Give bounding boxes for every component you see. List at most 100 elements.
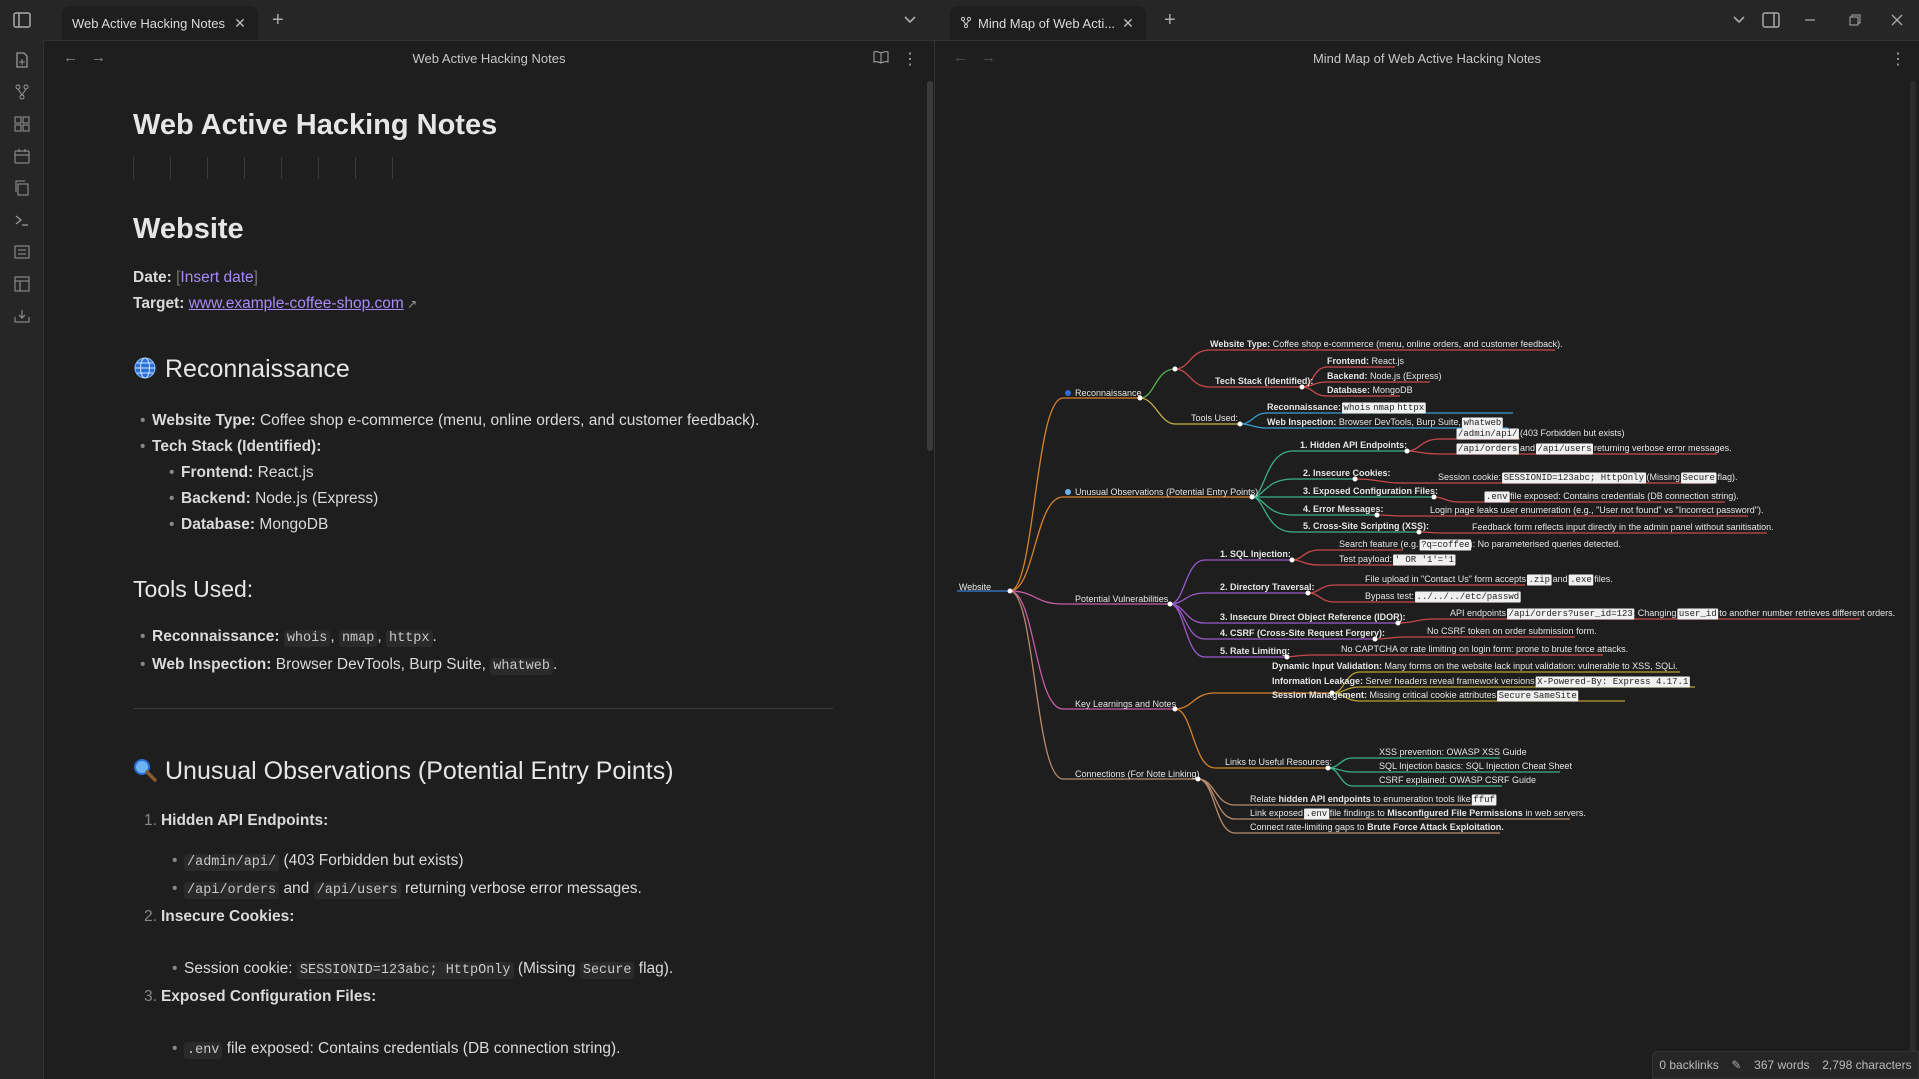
chevron-down-icon[interactable] bbox=[1728, 9, 1750, 31]
mm-leaf: Session Management: Missing critical coo… bbox=[1272, 690, 1577, 701]
mm-leaf: No CSRF token on order submission form. bbox=[1427, 626, 1597, 636]
target-link[interactable]: www.example-coffee-shop.com bbox=[188, 295, 404, 312]
magnifier-icon bbox=[133, 756, 157, 792]
target-line: Target: www.example-coffee-shop.com ↗ bbox=[133, 295, 418, 312]
mindmap-pane: Mind Map of Web Active Hacking Notes ← →… bbox=[935, 41, 1919, 1079]
template-icon[interactable] bbox=[11, 273, 33, 295]
list-item: Tech Stack (Identified): bbox=[140, 434, 833, 460]
mindmap-icon bbox=[960, 16, 972, 31]
title-bar: Web Active Hacking Notes ✕ + Mind Map of… bbox=[0, 0, 1919, 41]
list-item: 2.Insecure Cookies: bbox=[144, 908, 295, 925]
sidebar-toggle-icon[interactable] bbox=[11, 9, 33, 31]
mm-leaf: 3. Exposed Configuration Files: bbox=[1303, 486, 1438, 496]
forward-arrow-icon[interactable]: → bbox=[981, 49, 996, 66]
empty-table bbox=[133, 157, 833, 179]
view-title[interactable]: Mind Map of Web Active Hacking Notes bbox=[1312, 50, 1542, 66]
mm-leaf: Backend: Node.js (Express) bbox=[1327, 371, 1442, 381]
mm-node-reconnaissance: Reconnaissance bbox=[1075, 388, 1142, 398]
mm-node-vulnerabilities: Potential Vulnerabilities bbox=[1075, 594, 1169, 604]
mm-leaf: Links to Useful Resources: bbox=[1225, 757, 1332, 767]
chevron-down-icon[interactable] bbox=[899, 9, 921, 31]
list-item: 3.Exposed Configuration Files: bbox=[144, 988, 377, 1005]
list-item: /api/orders and /api/users returning ver… bbox=[172, 876, 833, 904]
heading-tools-used: Tools Used: bbox=[133, 576, 254, 602]
ordered-list: 1.Hidden API Endpoints: /admin/api/ (403… bbox=[144, 808, 833, 1064]
note-pane: Web Active Hacking Notes ← → ⋮ Web Activ… bbox=[44, 41, 935, 1079]
back-arrow-icon[interactable]: ← bbox=[63, 49, 78, 66]
scrollbar[interactable] bbox=[1910, 81, 1916, 1071]
list-icon[interactable] bbox=[11, 241, 33, 263]
magnifier-icon bbox=[1065, 489, 1071, 495]
mm-leaf: Web Inspection: Browser DevTools, Burp S… bbox=[1267, 417, 1501, 428]
mm-leaf: 1. Hidden API Endpoints: bbox=[1300, 440, 1407, 450]
mm-leaf: Connect rate-limiting gaps to Brute Forc… bbox=[1250, 822, 1504, 832]
tab-label: Web Active Hacking Notes bbox=[72, 15, 225, 31]
close-window-icon[interactable] bbox=[1886, 9, 1908, 31]
note-content: Web Active Hacking Notes Website Date: [… bbox=[133, 105, 833, 1064]
globe-icon bbox=[1065, 390, 1071, 396]
list-item: 1.Hidden API Endpoints: bbox=[144, 812, 329, 829]
terminal-icon[interactable] bbox=[11, 209, 33, 231]
more-options-icon[interactable]: ⋮ bbox=[1890, 51, 1906, 68]
scrollbar[interactable] bbox=[927, 81, 933, 451]
mm-leaf: Website Type: Coffee shop e-commerce (me… bbox=[1210, 339, 1563, 349]
right-sidebar-toggle-icon[interactable] bbox=[1760, 9, 1782, 31]
date-placeholder[interactable]: Insert date bbox=[180, 269, 254, 286]
copy-icon[interactable] bbox=[11, 177, 33, 199]
tab-mind-map[interactable]: Mind Map of Web Acti... ✕ bbox=[950, 6, 1146, 40]
heading-website: Website bbox=[133, 213, 244, 245]
mm-leaf: Tools Used: bbox=[1191, 413, 1238, 423]
forward-arrow-icon[interactable]: → bbox=[91, 49, 106, 66]
reading-view-icon[interactable] bbox=[873, 50, 889, 69]
import-icon[interactable] bbox=[11, 305, 33, 327]
mm-leaf: 3. Insecure Direct Object Reference (IDO… bbox=[1220, 612, 1406, 622]
mm-leaf: Dynamic Input Validation: Many forms on … bbox=[1272, 661, 1678, 671]
char-count: 2,798 characters bbox=[1822, 1058, 1912, 1072]
open-quick-switcher-icon[interactable] bbox=[11, 49, 33, 71]
list-item: Backend: Node.js (Express) bbox=[169, 486, 833, 512]
mm-leaf: 4. CSRF (Cross-Site Request Forgery): bbox=[1220, 628, 1385, 638]
graph-view-icon[interactable] bbox=[11, 81, 33, 103]
globe-icon bbox=[133, 354, 157, 390]
more-options-icon[interactable]: ⋮ bbox=[902, 51, 918, 68]
mm-leaf: Link exposed .env file findings to Misco… bbox=[1250, 808, 1586, 819]
mm-leaf: 2. Insecure Cookies: bbox=[1303, 468, 1391, 478]
mm-leaf: Session cookie: SESSIONID=123abc; HttpOn… bbox=[1438, 472, 1737, 483]
list-item: /admin/api/ (403 Forbidden but exists) bbox=[172, 848, 833, 876]
calendar-icon[interactable] bbox=[11, 145, 33, 167]
new-tab-button[interactable]: + bbox=[272, 9, 284, 31]
list-item: .env file exposed: Contains credentials … bbox=[172, 1036, 833, 1064]
mm-leaf: SQL Injection basics: SQL Injection Chea… bbox=[1379, 761, 1572, 771]
back-arrow-icon[interactable]: ← bbox=[953, 49, 968, 66]
status-bar: 0 backlinks ✎ 367 words 2,798 characters bbox=[1652, 1051, 1919, 1079]
mm-leaf: 5. Cross-Site Scripting (XSS): bbox=[1303, 521, 1429, 531]
list-item: Session cookie: SESSIONID=123abc; HttpOn… bbox=[172, 956, 833, 984]
edit-icon[interactable]: ✎ bbox=[1731, 1058, 1742, 1072]
date-line: Date: [Insert date] bbox=[133, 269, 258, 286]
mm-leaf: Feedback form reflects input directly in… bbox=[1472, 522, 1774, 532]
minimize-icon[interactable] bbox=[1799, 9, 1821, 31]
mm-leaf: API endpoints /api/orders?user_id=123: C… bbox=[1450, 608, 1895, 619]
mm-leaf: XSS prevention: OWASP XSS Guide bbox=[1379, 747, 1527, 757]
close-icon[interactable]: ✕ bbox=[1122, 14, 1134, 31]
backlinks-count[interactable]: 0 backlinks bbox=[1659, 1058, 1719, 1072]
note-title: Web Active Hacking Notes bbox=[133, 109, 498, 141]
mm-leaf: .env file exposed: Contains credentials … bbox=[1486, 491, 1739, 502]
list-item: Web Inspection: Browser DevTools, Burp S… bbox=[140, 652, 833, 680]
mm-leaf: Search feature (e.g. ?q=coffee): No para… bbox=[1339, 539, 1621, 550]
mm-node-connections: Connections (For Note Linking) bbox=[1075, 769, 1200, 779]
mm-leaf: Tech Stack (Identified): bbox=[1215, 376, 1313, 386]
mm-leaf: Relate hidden API endpoints to enumerati… bbox=[1250, 794, 1495, 805]
canvas-icon[interactable] bbox=[11, 113, 33, 135]
view-title[interactable]: Web Active Hacking Notes bbox=[412, 50, 566, 66]
mm-leaf: Test payload: ' OR '1'='1 bbox=[1339, 554, 1454, 565]
external-link-icon: ↗ bbox=[403, 297, 418, 311]
close-icon[interactable]: ✕ bbox=[234, 14, 246, 31]
new-tab-button[interactable]: + bbox=[1164, 9, 1176, 31]
mm-leaf: Database: MongoDB bbox=[1327, 385, 1413, 395]
tab-web-active-hacking-notes[interactable]: Web Active Hacking Notes ✕ bbox=[62, 6, 258, 40]
restore-icon[interactable] bbox=[1844, 9, 1866, 31]
list-item: Database: MongoDB bbox=[169, 512, 833, 538]
divider bbox=[133, 708, 833, 709]
mm-node-unusual: Unusual Observations (Potential Entry Po… bbox=[1075, 487, 1258, 497]
